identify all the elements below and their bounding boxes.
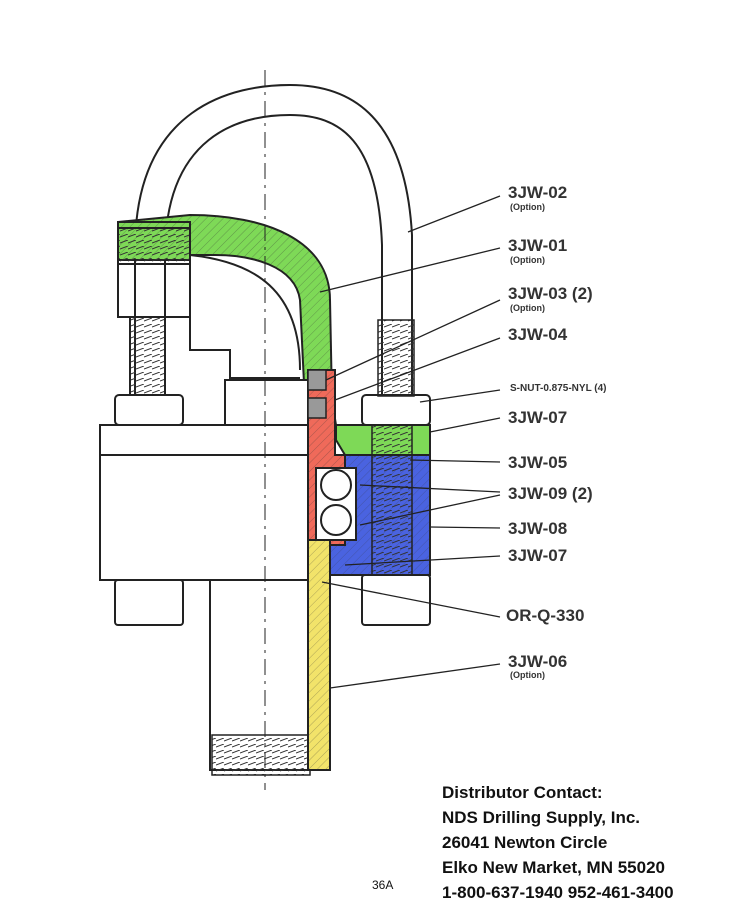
contact-heading: Distributor Contact: xyxy=(442,783,603,802)
label-s-nut: S-NUT-0.875-NYL (4) xyxy=(510,383,607,394)
contact-company: NDS Drilling Supply, Inc. xyxy=(442,808,641,827)
u-bolt xyxy=(134,83,413,395)
contact-city: Elko New Market, MN 55020 xyxy=(442,858,665,877)
lower-body-threads xyxy=(211,734,311,776)
bolt-shank xyxy=(371,424,413,576)
contact-address: 26041 Newton Circle xyxy=(442,833,608,852)
label-3jw-01: 3JW-01 xyxy=(508,236,568,255)
label-3jw-08: 3JW-08 xyxy=(508,519,568,538)
seals-grey xyxy=(307,369,327,419)
label-3jw-04: 3JW-04 xyxy=(508,325,568,344)
label-3jw-03: 3JW-03 (2) xyxy=(508,284,593,303)
ball-bearings xyxy=(315,467,357,541)
right-bolt-threads xyxy=(377,319,415,397)
label-3jw-06: 3JW-06 xyxy=(508,652,568,671)
contact-phone: 1-800-637-1940 952-461-3400 xyxy=(442,883,674,902)
page-number: 36A xyxy=(372,878,394,892)
label-3jw-05: 3JW-05 xyxy=(508,453,568,472)
main-body xyxy=(99,379,311,771)
label-3jw-09: 3JW-09 (2) xyxy=(508,484,593,503)
label-3jw-07-top: 3JW-07 xyxy=(508,408,568,427)
upper-nuts xyxy=(114,394,431,426)
label-3jw-02: 3JW-02 xyxy=(508,183,568,202)
label-3jw-07-bottom: 3JW-07 xyxy=(508,546,568,565)
label-3jw-03-option: (Option) xyxy=(510,303,545,313)
label-or-q-330: OR-Q-330 xyxy=(506,606,585,625)
label-3jw-06-option: (Option) xyxy=(510,670,545,680)
label-3jw-01-option: (Option) xyxy=(510,255,545,265)
lower-nut-right xyxy=(361,574,431,626)
leader-lines xyxy=(319,195,501,689)
label-3jw-02-option: (Option) xyxy=(510,202,545,212)
lower-nut-left xyxy=(114,579,184,626)
distributor-contact: Distributor Contact: NDS Drilling Supply… xyxy=(442,780,674,905)
elbow-body xyxy=(117,221,301,398)
